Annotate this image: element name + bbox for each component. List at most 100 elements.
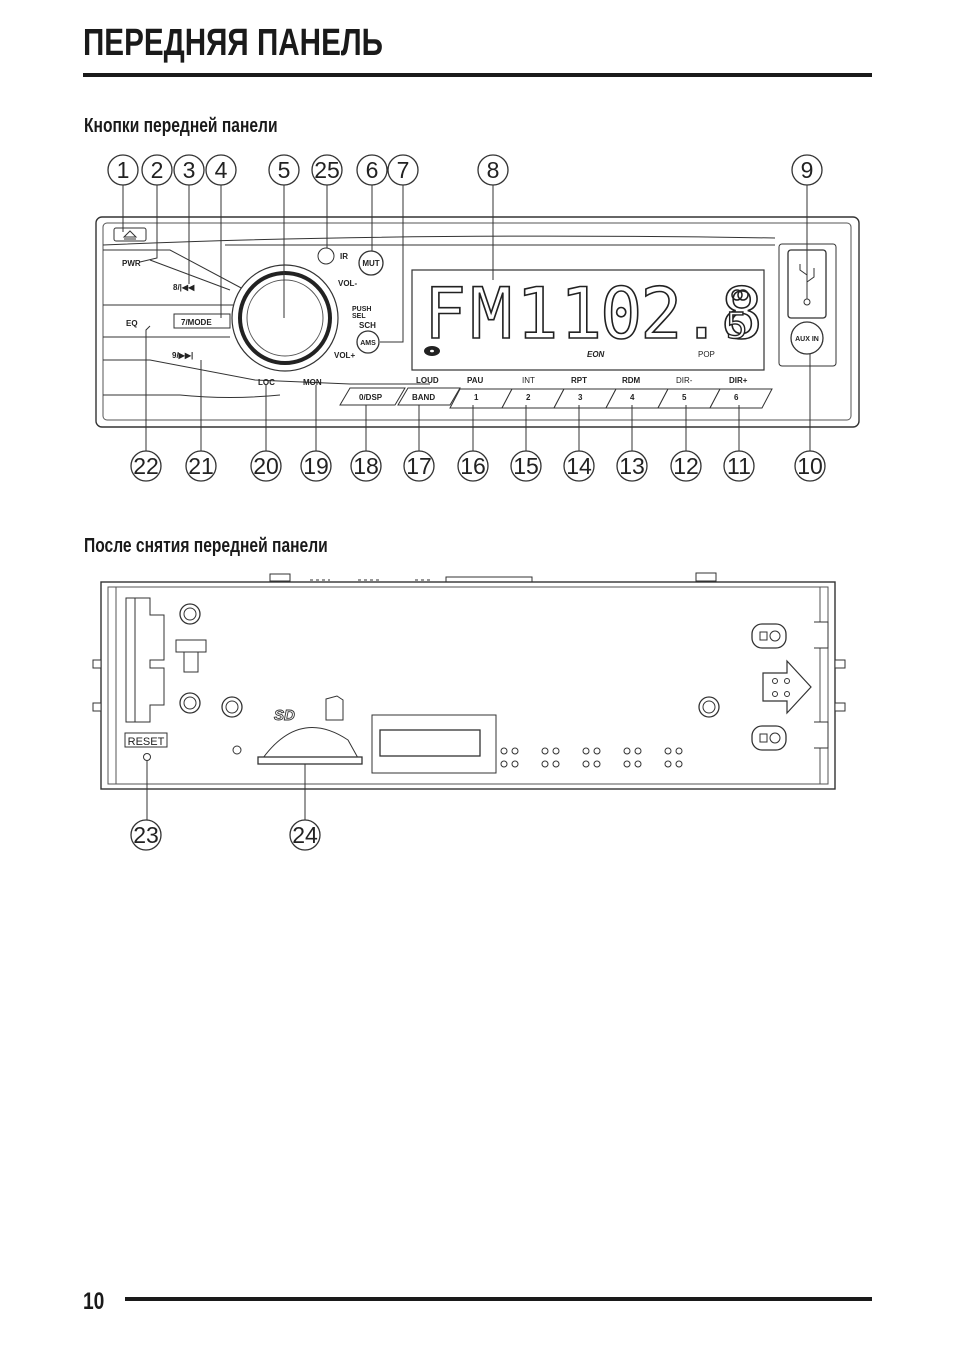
callout-8: 8: [477, 154, 509, 186]
panel-face-line: [102, 235, 776, 246]
dir-plus-label: DIR+: [729, 376, 748, 385]
side-pin-left-1: [92, 659, 102, 669]
svg-text:25: 25: [314, 157, 340, 183]
dsp-label: 0/DSP: [359, 393, 383, 402]
ir-sensor: [317, 247, 335, 265]
vol-minus-label: VOL-: [338, 279, 357, 288]
svg-text:3: 3: [183, 157, 196, 183]
svg-text:9: 9: [801, 157, 814, 183]
section-title-panel-removed: После снятия передней панели: [84, 535, 328, 557]
screw-hole-1: [179, 603, 201, 625]
leader-lines-bottom: [145, 325, 811, 452]
mon-label: MON: [303, 378, 322, 387]
preset-button-6[interactable]: [709, 388, 773, 409]
svg-text:16: 16: [460, 453, 486, 479]
callout-9: 9: [791, 154, 823, 186]
usb-icon: [799, 258, 815, 306]
left-contour-4: [103, 359, 430, 385]
eq-label: EQ: [126, 319, 138, 328]
eject-icon: [122, 230, 138, 240]
reset-label: RESET: [128, 736, 165, 748]
small-hole: [232, 745, 242, 755]
screw-hole-4-inner: [702, 700, 716, 714]
vol-plus-label: VOL+: [334, 351, 355, 360]
chassis-top-tab-1: [269, 573, 291, 582]
callout-5: 5: [268, 154, 300, 186]
page-title: ПЕРЕДНЯЯ ПАНЕЛЬ: [83, 22, 383, 64]
mute-button[interactable]: [358, 250, 384, 276]
insert-direction-arrow-icon: [762, 659, 812, 715]
front-panel-diagram: PWR 8/|◀◀ 7/MODE EQ 9/▶▶| IR MUT VOL- PU…: [95, 154, 860, 482]
svg-text:18: 18: [353, 453, 379, 479]
callout-13: 13: [616, 450, 648, 482]
aux-in-jack[interactable]: [790, 321, 824, 355]
cd-icon: [424, 346, 440, 356]
callout-11: 11: [723, 450, 755, 482]
callout-25: 25: [311, 154, 343, 186]
svg-text:24: 24: [292, 822, 318, 848]
svg-text:21: 21: [188, 453, 214, 479]
title-rule: [83, 73, 872, 77]
pwr-label: PWR: [122, 259, 141, 268]
callout-22: 22: [130, 450, 162, 482]
connector-clip: [175, 639, 207, 653]
footer-rule: [125, 1297, 872, 1301]
loud-label: LOUD: [416, 376, 439, 385]
callout-3: 3: [173, 154, 205, 186]
left-contour-1: [103, 249, 246, 291]
callout-24: 24: [289, 819, 321, 851]
eon-indicator: EON: [587, 350, 605, 359]
preset-number-5: 5: [682, 393, 687, 402]
preset-button-4[interactable]: [605, 388, 669, 409]
stereo-icon: [731, 289, 749, 301]
callout-1: 1: [107, 154, 139, 186]
svg-text:17: 17: [406, 453, 432, 479]
eject-button[interactable]: [113, 227, 147, 242]
sel-label: SEL: [352, 313, 366, 320]
sd-card-slot[interactable]: [257, 756, 363, 765]
ams-button[interactable]: [356, 330, 380, 354]
sd-slot-cover: [262, 727, 359, 759]
screw-hole-4: [698, 696, 720, 718]
callout-21: 21: [185, 450, 217, 482]
loc-label: LOC: [258, 378, 275, 387]
callout-10: 10: [794, 450, 826, 482]
callout-19: 19: [300, 450, 332, 482]
leader-lines-top: [122, 184, 808, 343]
chassis-top-tab-2: [445, 576, 533, 583]
prev-track-label: 8/|◀◀: [173, 283, 195, 292]
svg-text:20: 20: [253, 453, 279, 479]
dir-minus-label: DIR-: [676, 376, 693, 385]
callout-23: 23: [130, 819, 162, 851]
svg-text:14: 14: [566, 453, 592, 479]
page-number: 10: [83, 1288, 105, 1315]
band-label: BAND: [412, 393, 435, 402]
mode-button[interactable]: [173, 313, 231, 329]
reset-button[interactable]: [143, 753, 151, 761]
chassis-top-tab-3: [695, 572, 717, 582]
connector-clip-body: [183, 651, 199, 673]
dsp-button[interactable]: [339, 387, 406, 406]
screw-hole-2-inner: [183, 696, 197, 710]
preset-button-2[interactable]: [501, 388, 565, 409]
preset-button-5[interactable]: [657, 388, 721, 409]
callout-18: 18: [350, 450, 382, 482]
right-clip-bottom: [814, 721, 829, 749]
svg-text:13: 13: [619, 453, 645, 479]
lcd-sub-text: 5: [726, 306, 748, 347]
panel-inner-frame: [102, 222, 852, 421]
pop-indicator: POP: [698, 350, 715, 359]
preset-button-3[interactable]: [553, 388, 617, 409]
preset-button-1[interactable]: [449, 388, 513, 409]
side-pin-right-2: [834, 702, 846, 712]
ams-label: AMS: [360, 340, 376, 347]
contact-pins: [500, 747, 683, 768]
push-label: PUSH: [352, 306, 371, 313]
lcd-band-text: FM1: [424, 273, 562, 355]
svg-text:4: 4: [215, 157, 228, 183]
callout-14: 14: [563, 450, 595, 482]
band-button[interactable]: [397, 387, 461, 406]
svg-text:7: 7: [397, 157, 410, 183]
preset-number-6: 6: [734, 393, 739, 402]
callout-20: 20: [250, 450, 282, 482]
